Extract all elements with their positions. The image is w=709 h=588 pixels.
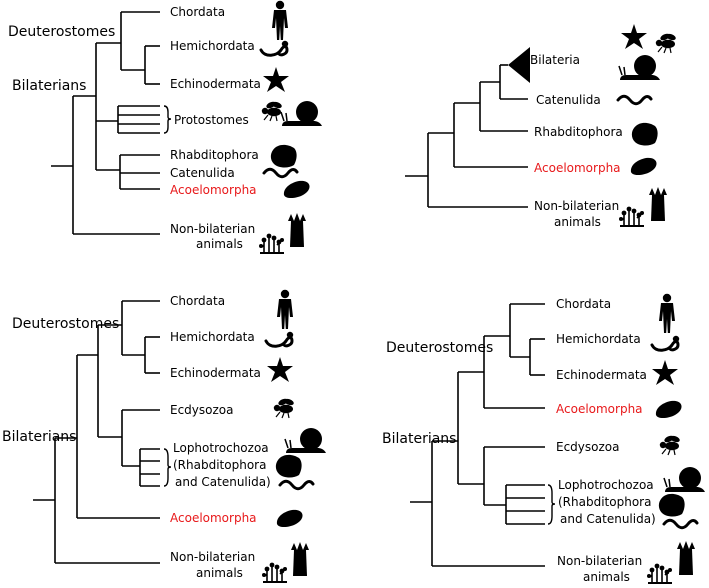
tree-c-taxon-ecdysozoa: Ecdysozoa <box>170 403 234 417</box>
acorn-worm-icon <box>259 39 290 57</box>
sponge-coral-icon <box>618 205 645 227</box>
snail-icon <box>284 427 327 454</box>
bee-icon <box>655 31 678 54</box>
tree-d-taxon-non-bilaterian: Non-bilaterian <box>557 554 642 568</box>
tree-c-deuterostomes-label: Deuterostomes <box>12 316 119 332</box>
tree-a-taxon-catenulida: Catenulida <box>170 166 235 180</box>
worm-icon <box>616 94 653 106</box>
tree-a-deuterostomes-label: Deuterostomes <box>8 24 115 40</box>
snail-icon <box>618 54 661 81</box>
sponge-coral-icon <box>646 562 673 584</box>
sea-anemone-icon <box>649 187 667 221</box>
tree-a-taxon-animals: animals <box>196 237 243 251</box>
bee-icon <box>261 99 284 122</box>
tree-a-taxon-protostomes: Protostomes <box>174 113 249 127</box>
bee-icon <box>273 396 296 419</box>
tree-d-taxon-animals: animals <box>583 570 630 584</box>
worm-icon <box>662 518 699 530</box>
tree-b-taxon-rhabditophora: Rhabditophora <box>534 125 623 139</box>
tree-c-taxon-rhabditophora-note: (Rhabditophora <box>173 458 266 472</box>
tree-a-taxon-echinodermata: Echinodermata <box>170 77 261 91</box>
tree-c-taxon-chordata: Chordata <box>170 294 225 308</box>
tree-d-taxon-catenulida-note: and Catenulida) <box>560 512 656 526</box>
tree-b-taxon-animals: animals <box>554 215 601 229</box>
flatworm-icon <box>275 454 302 478</box>
starfish-icon <box>621 24 647 49</box>
tree-a-branches <box>51 11 172 235</box>
tree-a-taxon-non-bilaterian: Non-bilaterian <box>170 222 255 236</box>
snail-icon <box>280 100 323 127</box>
sponge-coral-icon <box>261 561 288 583</box>
sea-anemone-icon <box>677 541 695 575</box>
snail-icon <box>663 466 706 493</box>
tree-b-taxon-bilateria: Bilateria <box>530 53 580 67</box>
tree-c-taxon-catenulida-note: and Catenulida) <box>175 475 271 489</box>
tree-a-taxon-hemichordata: Hemichordata <box>170 39 255 53</box>
acorn-worm-icon <box>650 334 681 352</box>
tree-b-taxon-acoelomorpha: Acoelomorpha <box>534 161 621 175</box>
sea-anemone-icon <box>291 542 309 576</box>
tree-d-icons <box>646 293 706 584</box>
sponge-coral-icon <box>258 232 285 254</box>
tree-b-branches <box>405 47 530 208</box>
tree-a-icons <box>258 0 323 254</box>
tree-c-icons <box>261 289 327 583</box>
tree-c-taxon-lophotrochozoa: Lophotrochozoa <box>173 441 269 455</box>
tree-c-taxon-acoelomorpha: Acoelomorpha <box>170 511 257 525</box>
flatworm-icon <box>270 144 297 168</box>
tree-d-deuterostomes-label: Deuterostomes <box>386 340 493 356</box>
tree-c: Deuterostomes Bilaterians Chordata Hemic… <box>2 289 327 583</box>
acoel-icon <box>276 509 303 527</box>
starfish-icon <box>263 67 289 92</box>
starfish-icon <box>267 357 293 382</box>
collapsed-clade-triangle <box>508 47 530 83</box>
tree-c-taxon-non-bilaterian: Non-bilaterian <box>170 550 255 564</box>
tree-a-bilaterians-label: Bilaterians <box>12 78 86 94</box>
acoel-icon <box>655 400 682 418</box>
tree-d-taxon-echinodermata: Echinodermata <box>556 368 647 382</box>
tree-d-branches <box>410 303 556 567</box>
human-icon <box>659 293 675 333</box>
tree-d-bilaterians-label: Bilaterians <box>382 431 456 447</box>
tree-c-branches <box>33 300 172 564</box>
worm-icon <box>278 479 315 491</box>
tree-d-taxon-hemichordata: Hemichordata <box>556 332 641 346</box>
tree-b-taxon-non-bilaterian: Non-bilaterian <box>534 199 619 213</box>
human-icon <box>272 0 288 40</box>
tree-d: Deuterostomes Bilaterians Chordata Hemic… <box>382 293 706 584</box>
tree-a: Deuterostomes Bilaterians Chordata Hemic… <box>8 0 323 254</box>
tree-a-taxon-rhabditophora: Rhabditophora <box>170 148 259 162</box>
tree-d-taxon-acoelomorpha: Acoelomorpha <box>556 402 643 416</box>
acorn-worm-icon <box>264 330 295 348</box>
flatworm-icon <box>658 493 685 517</box>
flatworm-icon <box>631 122 658 146</box>
acoel-icon <box>283 180 310 198</box>
tree-b-icons <box>616 24 678 227</box>
tree-d-taxon-ecdysozoa: Ecdysozoa <box>556 440 620 454</box>
tree-a-taxon-acoelomorpha: Acoelomorpha <box>170 183 257 197</box>
tree-c-bilaterians-label: Bilaterians <box>2 429 76 445</box>
tree-a-taxon-chordata: Chordata <box>170 5 225 19</box>
worm-icon <box>262 167 299 179</box>
tree-c-taxon-animals: animals <box>196 566 243 580</box>
human-icon <box>277 289 293 329</box>
bee-icon <box>659 433 682 456</box>
tree-d-taxon-rhabditophora-note: (Rhabditophora <box>558 495 651 509</box>
starfish-icon <box>652 360 678 385</box>
sea-anemone-icon <box>288 213 306 247</box>
tree-d-taxon-chordata: Chordata <box>556 297 611 311</box>
tree-c-taxon-echinodermata: Echinodermata <box>170 366 261 380</box>
tree-c-taxon-hemichordata: Hemichordata <box>170 330 255 344</box>
tree-b: Bilateria Catenulida Rhabditophora Acoel… <box>405 24 678 229</box>
tree-b-taxon-catenulida: Catenulida <box>536 93 601 107</box>
tree-d-taxon-lophotrochozoa: Lophotrochozoa <box>558 478 654 492</box>
acoel-icon <box>630 157 657 175</box>
